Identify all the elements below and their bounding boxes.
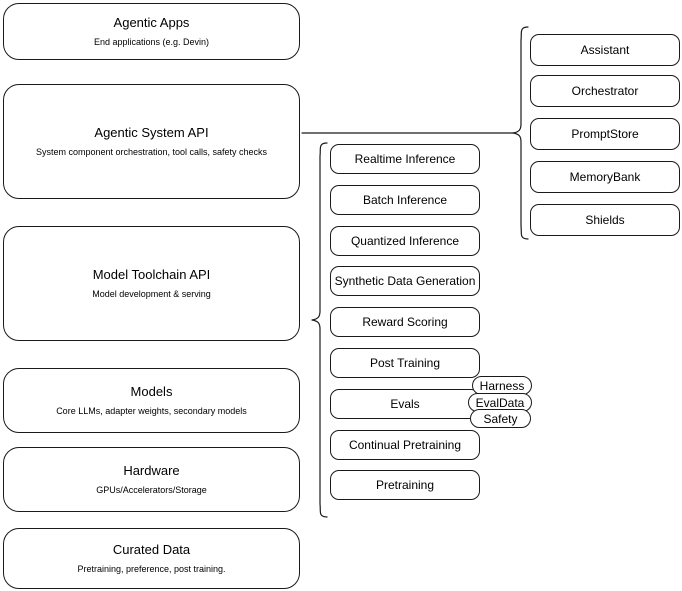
layer-agentic-apps[interactable]: Agentic Apps End applications (e.g. Devi… (3, 3, 300, 60)
component-promptstore[interactable]: PromptStore (530, 118, 680, 150)
capability-label: Quantized Inference (350, 233, 460, 248)
eval-badge-label: EvalData (475, 395, 525, 410)
component-label: MemoryBank (569, 169, 641, 184)
layer-title: Hardware (123, 463, 180, 479)
component-label: PromptStore (571, 126, 639, 141)
layer-subtitle: Model development & serving (92, 288, 211, 299)
capability-label: Post Training (369, 355, 441, 370)
eval-badge-safety[interactable]: Safety (470, 409, 531, 428)
component-shields[interactable]: Shields (530, 204, 680, 236)
layer-agentic-system-api[interactable]: Agentic System API System component orch… (3, 84, 300, 199)
capability-label: Realtime Inference (354, 151, 456, 166)
capability-reward-scoring[interactable]: Reward Scoring (330, 307, 480, 337)
capability-label: Synthetic Data Generation (334, 273, 476, 288)
layer-subtitle: Pretraining, preference, post training. (77, 563, 226, 574)
layer-title: Models (130, 384, 173, 400)
capability-label: Batch Inference (362, 192, 448, 207)
layer-model-toolchain-api[interactable]: Model Toolchain API Model development & … (3, 226, 300, 341)
layer-subtitle: GPUs/Accelerators/Storage (96, 484, 207, 495)
capability-label: Pretraining (375, 477, 435, 492)
capability-quantized-inference[interactable]: Quantized Inference (330, 226, 480, 256)
layer-subtitle: End applications (e.g. Devin) (93, 36, 210, 47)
component-label: Orchestrator (571, 83, 639, 98)
capability-synthetic-data-generation[interactable]: Synthetic Data Generation (330, 266, 480, 296)
layer-subtitle: Core LLMs, adapter weights, secondary mo… (56, 405, 247, 416)
layer-hardware[interactable]: Hardware GPUs/Accelerators/Storage (3, 447, 300, 512)
capability-label: Evals (390, 396, 420, 411)
component-assistant[interactable]: Assistant (530, 34, 680, 66)
component-orchestrator[interactable]: Orchestrator (530, 75, 680, 107)
layer-title: Agentic Apps (113, 15, 190, 31)
capability-realtime-inference[interactable]: Realtime Inference (330, 144, 480, 174)
brace-toolchain-capabilities (311, 142, 328, 518)
brace-system-components (512, 26, 529, 240)
eval-badge-label: Safety (483, 411, 518, 426)
capability-continual-pretraining[interactable]: Continual Pretraining (330, 430, 480, 460)
eval-badge-label: Harness (479, 378, 525, 393)
layer-title: Model Toolchain API (92, 267, 211, 283)
layer-curated-data[interactable]: Curated Data Pretraining, preference, po… (3, 528, 300, 589)
capability-pretraining[interactable]: Pretraining (330, 470, 480, 500)
component-memorybank[interactable]: MemoryBank (530, 161, 680, 193)
layer-title: Agentic System API (94, 125, 209, 141)
capability-batch-inference[interactable]: Batch Inference (330, 185, 480, 215)
layer-models[interactable]: Models Core LLMs, adapter weights, secon… (3, 368, 300, 433)
layer-subtitle: System component orchestration, tool cal… (35, 146, 268, 157)
layer-title: Curated Data (112, 542, 191, 558)
capability-post-training[interactable]: Post Training (330, 348, 480, 378)
capability-label: Continual Pretraining (348, 437, 462, 452)
capability-evals[interactable]: Evals (330, 389, 480, 419)
component-label: Assistant (580, 42, 630, 57)
component-label: Shields (585, 212, 625, 227)
capability-label: Reward Scoring (362, 314, 448, 329)
